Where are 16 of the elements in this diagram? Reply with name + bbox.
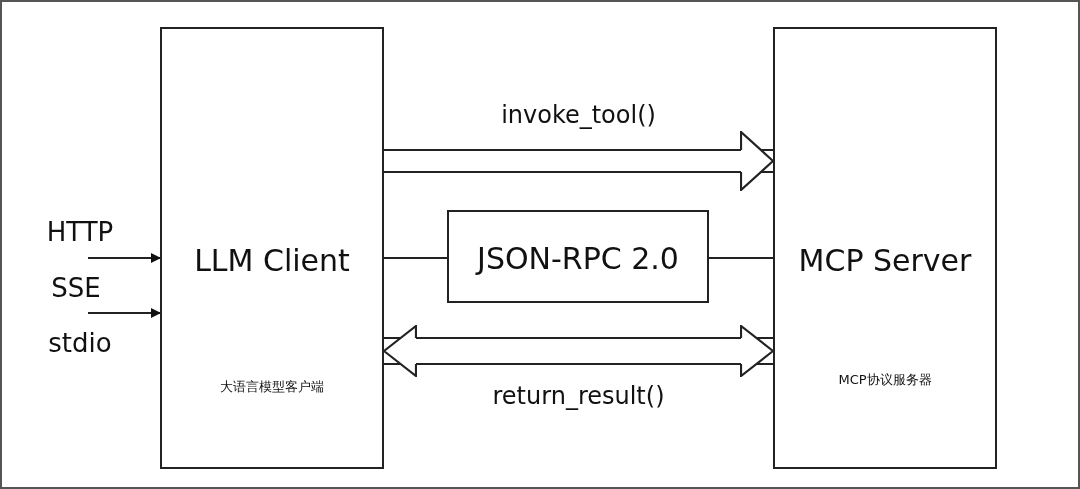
- transport-label: SSE: [51, 273, 101, 303]
- arrow: [87, 308, 161, 318]
- arrow: [87, 253, 161, 263]
- node-title: LLM Client: [194, 242, 350, 278]
- node-title: JSON-RPC 2.0: [477, 240, 679, 276]
- protocol-box: [447, 210, 709, 303]
- client-box: [160, 27, 384, 469]
- node-title: MCP Server: [798, 242, 972, 278]
- connector-line: [383, 257, 448, 259]
- transport-label: HTTP: [46, 217, 114, 247]
- node-subtitle: 大语言模型客户端: [220, 378, 324, 396]
- server-box: [773, 27, 997, 469]
- node-subtitle: MCP协议服务器: [838, 371, 932, 389]
- arrow: [384, 130, 775, 192]
- connector-line: [708, 257, 774, 259]
- transport-label: stdio: [48, 328, 112, 358]
